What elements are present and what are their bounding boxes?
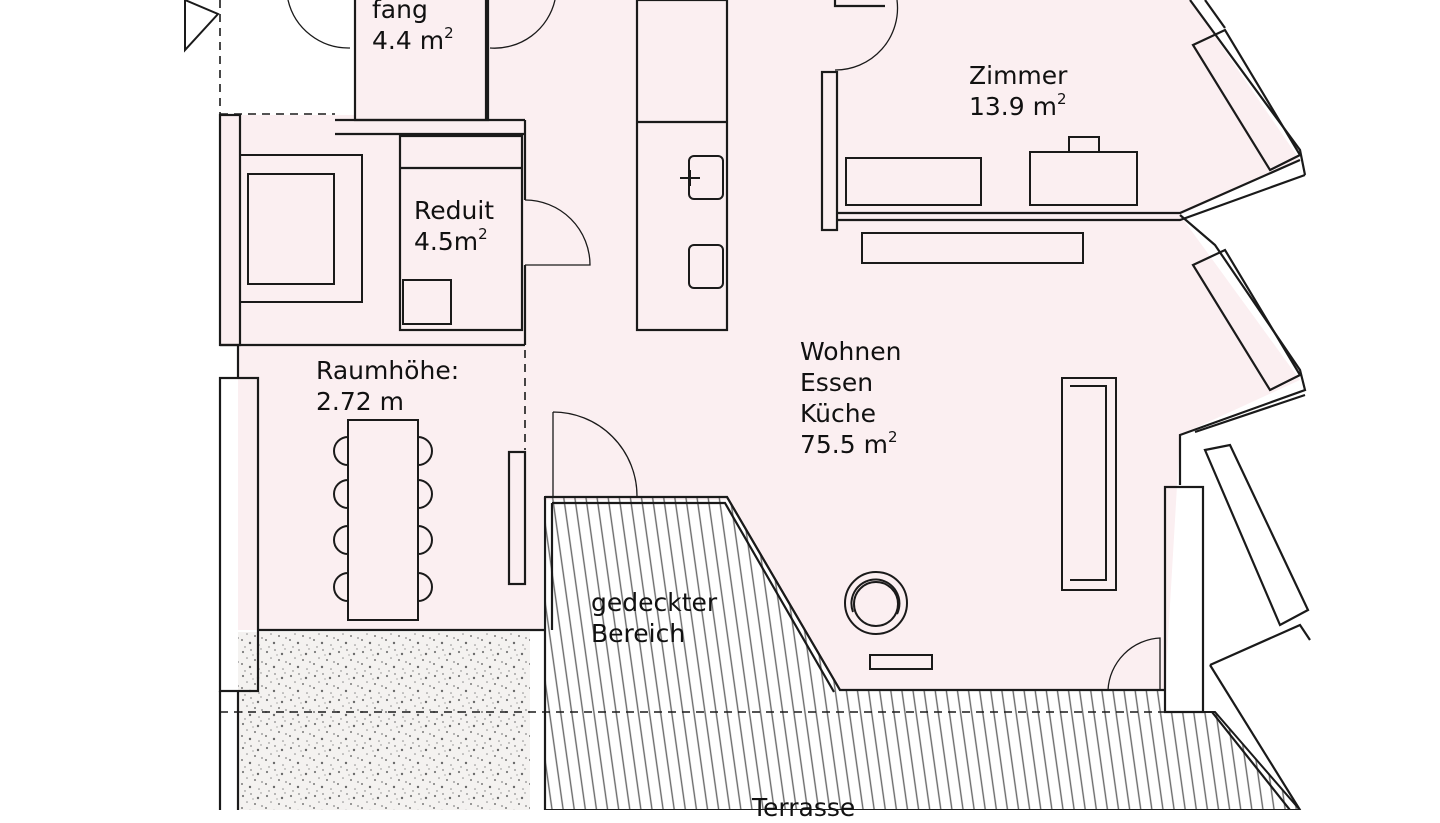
covered-line-2: Bereich [591,619,686,648]
wall-living-bottom [545,495,1165,692]
chair-icon [333,525,349,555]
chair-icon [417,479,433,509]
entrance-fill [355,0,490,120]
wall-zimmer-top [833,0,885,8]
sofa-icon [1061,377,1117,591]
wall-facade-5 [1209,623,1311,667]
living-area: 75.5 m [800,430,888,459]
wall-facade-1 [1189,0,1307,176]
living-area-row: 75.5 m2 [800,429,901,460]
desk-lamp [1068,136,1100,153]
zimmer-area-sup: 2 [1056,89,1067,108]
fixtures [184,0,1138,670]
room-height-value: 2.72 m [316,387,404,416]
wall-zimmer-left [820,70,839,232]
living-line-1: Wohnen [800,337,902,366]
bath-fill [220,115,525,345]
chair-icon [333,479,349,509]
entrance-name: fang [372,0,428,24]
living-line-2: Essen [800,368,874,397]
wall-facade-6 [1209,664,1301,810]
zimmer-label: Zimmer 13.9 m2 [969,60,1067,122]
armchair-seat [853,581,899,627]
chair-icon [417,436,433,466]
washer-icon [402,279,452,325]
dining-table-icon [347,419,419,621]
terrace-name: Terrasse [752,793,856,822]
sideboard-icon [861,232,1084,264]
door-swing-icon [552,411,638,497]
chair-icon [417,572,433,602]
living-label: Wohnen Essen Küche 75.5 m2 [800,336,901,460]
zimmer-name: Zimmer [969,61,1068,90]
chair-icon [417,525,433,555]
terrace-label: Terrasse [752,792,855,823]
wall-reduit [398,134,524,332]
reduit-area-sup: 2 [478,224,488,243]
reduit-name: Reduit [414,196,495,225]
room-height-label: Raumhöhe: 2.72 m [316,355,459,417]
reduit-label: Reduit 4.5m2 [414,195,494,257]
wall-facade-7 [1211,711,1291,810]
entrance-label: fang 4.4 m2 [372,0,454,56]
living-fill [728,215,1300,690]
wall-living-pillar [1163,485,1205,714]
window-zimmer [1191,28,1302,172]
bathtub-icon [239,154,363,303]
dining-fill [238,345,543,630]
wall-facade-3 [1178,214,1307,485]
doors [287,0,1161,691]
wall-living-bottom-2 [552,501,835,693]
window-living-2 [1203,443,1310,627]
door-swing-icon [1107,637,1161,691]
entrance-area: 4.4 m [372,26,445,55]
door-swing-icon [287,0,351,49]
covered-line-1: gedeckter [591,588,718,617]
north-arrow-icon [184,0,220,53]
armchair-inner [850,578,901,615]
wall-zimmer-bottom-2 [837,173,1306,222]
bathtub-inner [247,173,335,285]
door-swing-icon [524,199,591,266]
sofa-back [1070,385,1107,581]
zimmer-fill [835,0,1300,215]
bed-icon [845,157,982,206]
reduit-area: 4.5m [414,227,479,256]
chair-icon [333,436,349,466]
low-table-icon [869,654,933,670]
wall-facade-4 [1194,393,1306,434]
gravel-area [238,632,530,810]
zimmer-area: 13.9 m [969,92,1057,121]
room-fills [220,0,1300,690]
kitchen-counter [635,0,729,332]
reduit-area-row: 4.5m2 [414,226,494,257]
entrance-area-sup: 2 [444,23,454,42]
wall-facade-2 [1204,0,1226,29]
window-living-1 [1191,248,1302,392]
room-height-title: Raumhöhe: [316,356,460,385]
chair-icon [333,572,349,602]
door-swing-icon [489,0,556,49]
covered-area-label: gedeckter Bereich [591,587,717,649]
wall-zimmer-bottom [837,158,1301,215]
zimmer-area-row: 13.9 m2 [969,91,1067,122]
armchair-icon [844,571,908,635]
living-line-3: Küche [800,399,876,428]
dashed-lines [219,0,1165,713]
entrance-area-row: 4.4 m2 [372,25,454,56]
living-area-sup: 2 [887,427,898,446]
sliding-panel [507,450,527,586]
door-swing-icon [834,0,899,71]
cooktop-icon [688,244,724,289]
